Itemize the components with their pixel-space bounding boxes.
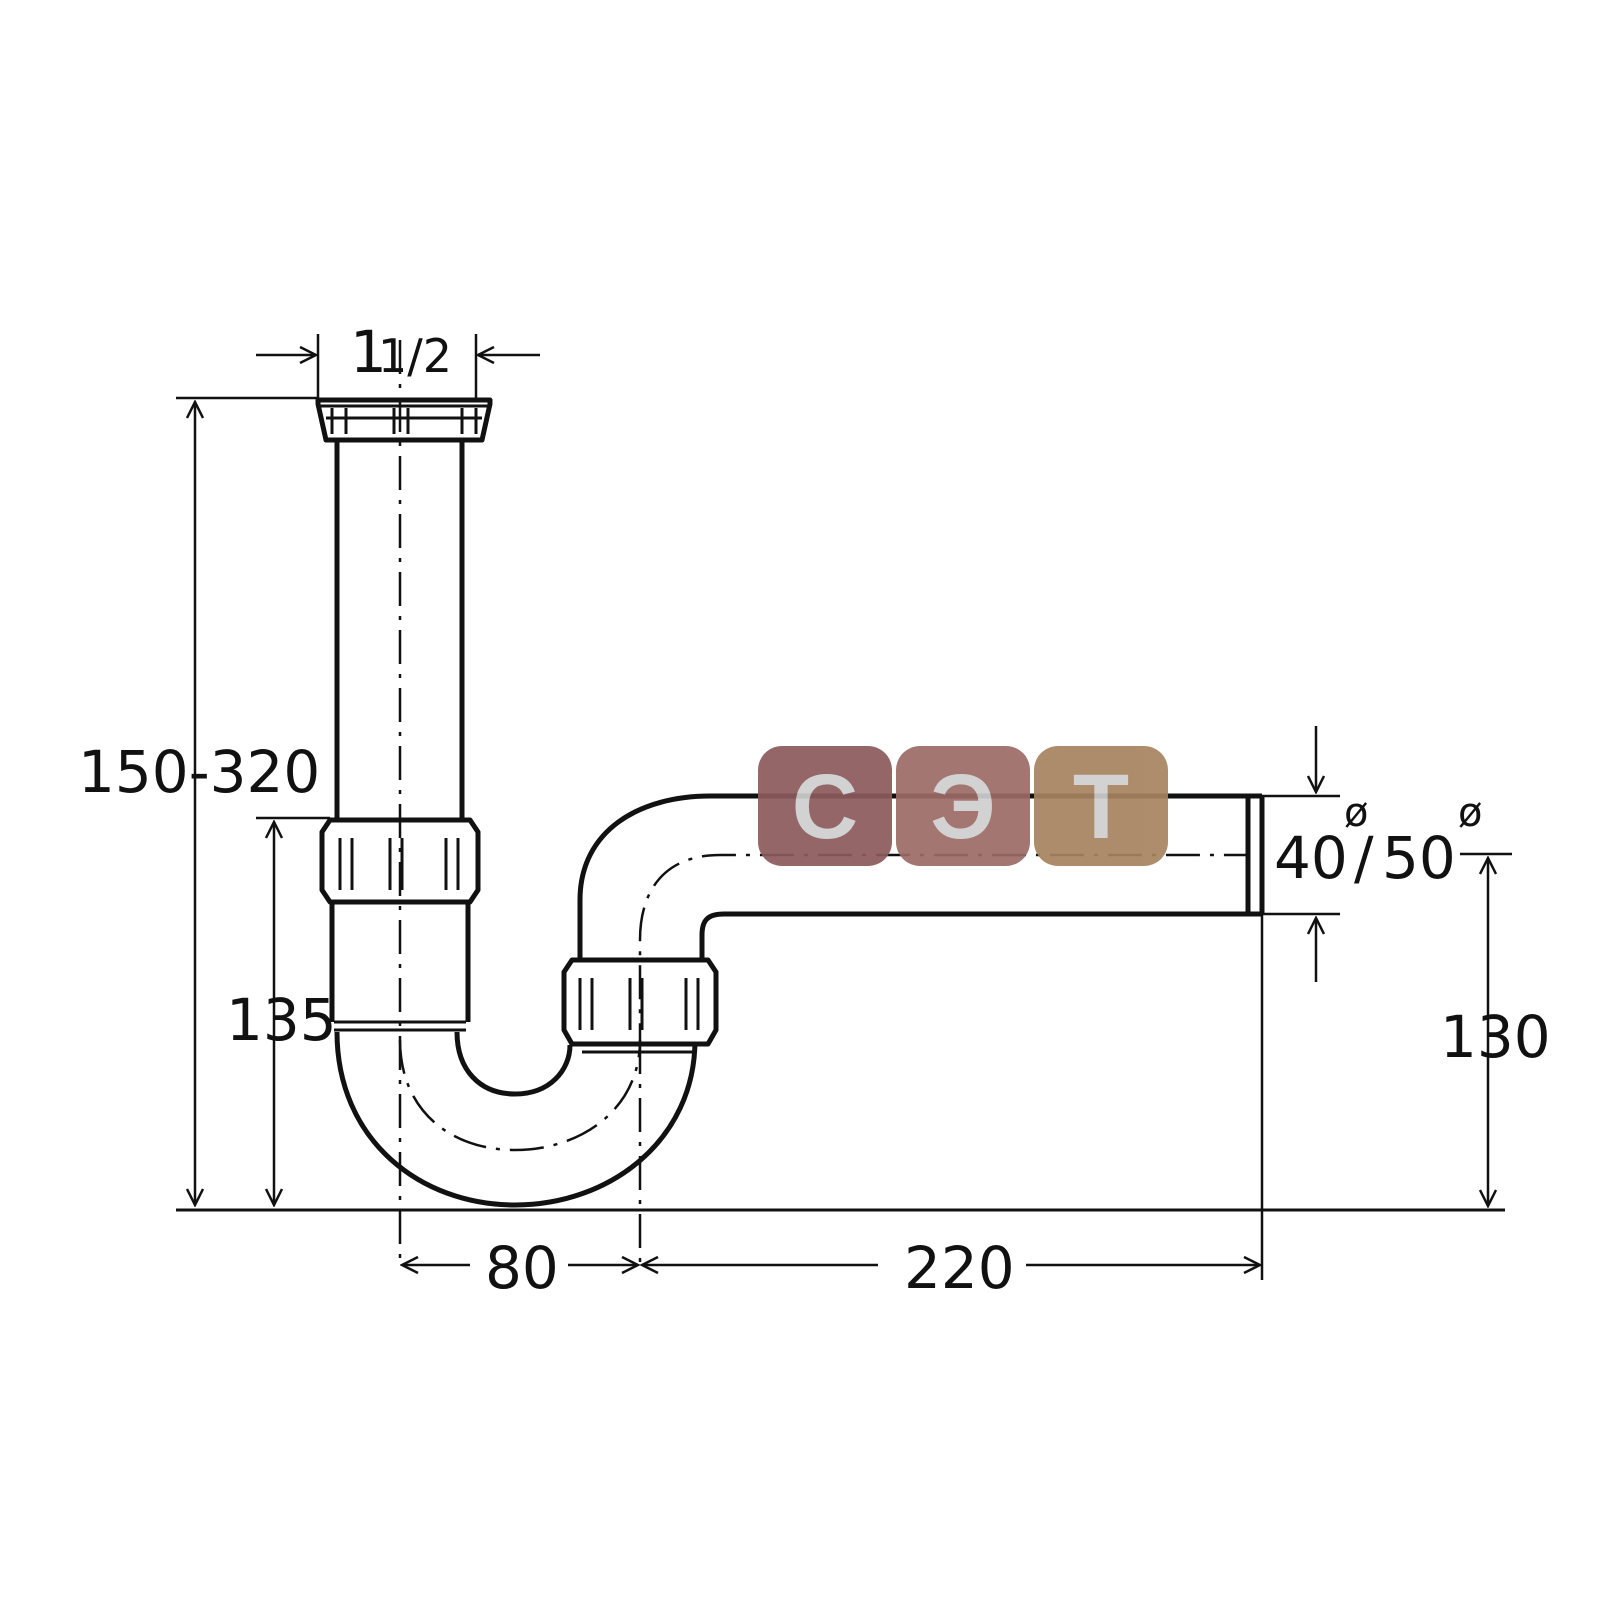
u-bend-outer bbox=[334, 1031, 698, 1208]
dim-inlet-height: 135 bbox=[226, 986, 337, 1054]
dim-top-width-frac: 1/2 bbox=[378, 329, 452, 383]
dim-outlet-diameter-b: 50 bbox=[1382, 824, 1456, 892]
outlet-pipe-inner bbox=[699, 911, 1262, 960]
u-bend-inner bbox=[454, 1031, 573, 1097]
dim-diameter-symbol-a: ø bbox=[1344, 790, 1368, 836]
center-lines bbox=[398, 340, 1250, 1265]
dim-total-height: 150-320 bbox=[78, 738, 320, 806]
dim-outlet-height: 130 bbox=[1440, 1003, 1551, 1071]
dim-outlet-length: 220 bbox=[904, 1234, 1015, 1302]
svg-text:Т: Т bbox=[1073, 756, 1129, 858]
watermark-tile-3: Т bbox=[1034, 746, 1168, 866]
outlet-pipe-outer bbox=[577, 793, 1262, 960]
top-nut bbox=[315, 397, 493, 443]
siphon-body bbox=[315, 397, 1265, 1208]
svg-text:Э: Э bbox=[930, 756, 995, 858]
dim-outlet-diameter-sep: / bbox=[1354, 824, 1374, 892]
svg-text:С: С bbox=[792, 756, 858, 858]
trap-nut bbox=[561, 957, 719, 1047]
dim-top-width-whole: 1 bbox=[350, 318, 387, 386]
outlet-end bbox=[1245, 796, 1265, 914]
dimension-lines bbox=[176, 334, 1512, 1280]
dim-diameter-symbol-b: ø bbox=[1458, 790, 1482, 836]
dim-outlet-diameter-a: 40 bbox=[1274, 824, 1348, 892]
dim-trap-offset: 80 bbox=[485, 1234, 559, 1302]
watermark-tile-2: Э bbox=[896, 746, 1030, 866]
watermark-tile-1: С bbox=[758, 746, 892, 866]
watermark-logo: С Э Т bbox=[758, 746, 1168, 866]
dimension-labels: 1 1/2 150-320 135 80 220 130 40 ø / 50 ø bbox=[78, 318, 1551, 1302]
